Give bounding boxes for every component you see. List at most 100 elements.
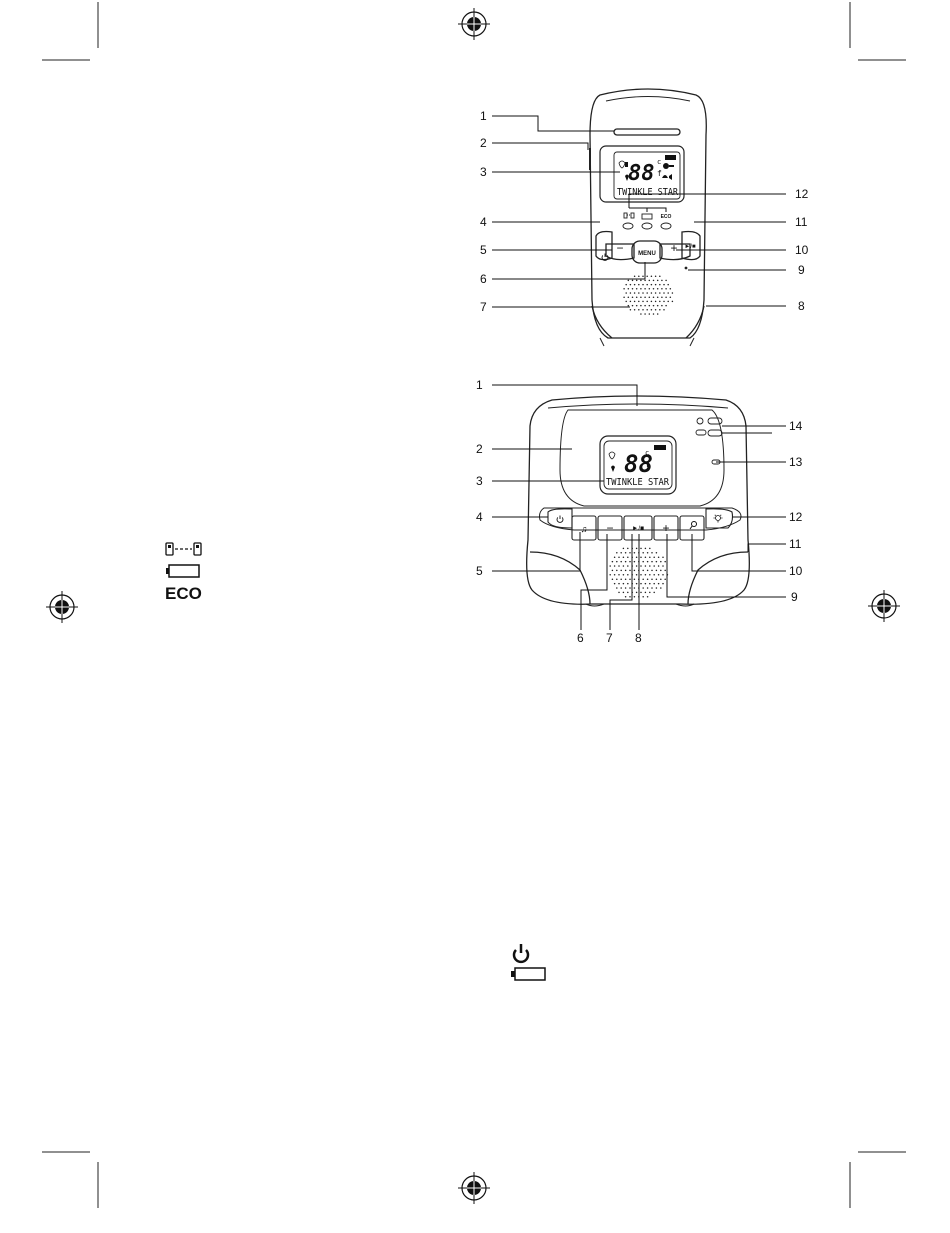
grille-dot	[644, 296, 646, 298]
grille-dot	[660, 570, 662, 572]
baby-callout-1: 1	[476, 378, 483, 392]
parent-callout-numbers: 1 2 3 4 5 6 7 8 9 10 11 12	[480, 109, 809, 314]
grille-dot	[663, 309, 665, 311]
grille-dot	[653, 313, 655, 315]
parent-callout-7: 7	[480, 300, 487, 314]
grille-dot	[640, 305, 642, 307]
grille-dot	[627, 565, 629, 567]
grille-dot	[636, 583, 638, 585]
grille-dot	[636, 592, 638, 594]
grille-dot	[670, 288, 672, 290]
grille-dot	[646, 292, 648, 294]
grille-dot	[646, 309, 648, 311]
grille-dot	[638, 301, 640, 303]
link-icon	[166, 543, 201, 555]
baby-callout-5: 5	[476, 564, 483, 578]
grille-dot	[659, 284, 661, 286]
grille-dot	[625, 301, 627, 303]
grille-dot	[656, 570, 658, 572]
power-icon	[557, 516, 563, 523]
grille-dot	[623, 288, 625, 290]
parent-callout-1: 1	[480, 109, 487, 123]
grille-dot	[642, 309, 644, 311]
grille-dot	[632, 296, 634, 298]
grille-dot	[636, 288, 638, 290]
grille-dot	[651, 301, 653, 303]
grille-dot	[640, 565, 642, 567]
grille-dot	[645, 548, 647, 550]
grille-dot	[625, 552, 627, 554]
grille-dot	[620, 570, 622, 572]
parent-minus-symbol: −	[616, 241, 623, 255]
grille-dot	[627, 548, 629, 550]
grille-dot	[651, 275, 653, 277]
grille-dot	[658, 583, 660, 585]
grille-dot	[632, 280, 634, 282]
grille-dot	[672, 292, 674, 294]
baby-callout-13: 13	[789, 455, 803, 469]
grille-dot	[634, 552, 636, 554]
grille-dot	[632, 288, 634, 290]
grille-dot	[642, 275, 644, 277]
grille-dot	[651, 578, 653, 580]
grille-dot	[640, 592, 642, 594]
grille-dot	[642, 561, 644, 563]
grille-dot	[662, 583, 664, 585]
grille-dot	[655, 292, 657, 294]
registration-mark-icon	[458, 1172, 490, 1204]
grille-dot	[653, 592, 655, 594]
grille-dot	[649, 592, 651, 594]
grille-dot	[662, 574, 664, 576]
grille-dot	[634, 309, 636, 311]
power-icon	[514, 944, 528, 962]
grille-dot	[640, 296, 642, 298]
grille-dot	[646, 301, 648, 303]
grille-dot	[647, 578, 649, 580]
grille-dot	[657, 296, 659, 298]
grille-dot	[645, 574, 647, 576]
baby-callout-4: 4	[476, 510, 483, 524]
grille-dot	[620, 578, 622, 580]
grille-dot	[655, 284, 657, 286]
grille-dot	[653, 296, 655, 298]
grille-dot	[620, 561, 622, 563]
grille-dot	[653, 583, 655, 585]
grille-dot	[612, 570, 614, 572]
grille-dot	[623, 583, 625, 585]
grille-dot	[618, 565, 620, 567]
grille-dot	[667, 292, 669, 294]
parent-callout-12: 12	[795, 187, 809, 201]
grille-dot	[657, 313, 659, 315]
grille-dot	[627, 574, 629, 576]
grille-dot	[640, 288, 642, 290]
grille-dot	[670, 296, 672, 298]
grille-dot	[649, 556, 651, 558]
grille-dot	[634, 587, 636, 589]
grille-dot	[667, 301, 669, 303]
grille-dot	[628, 305, 630, 307]
grille-dot	[638, 292, 640, 294]
parent-callout-4: 4	[480, 215, 487, 229]
grille-dot	[657, 280, 659, 282]
grille-dot	[657, 305, 659, 307]
grille-dot	[665, 280, 667, 282]
grille-dot	[640, 313, 642, 315]
grille-dot	[649, 583, 651, 585]
grille-dot	[616, 552, 618, 554]
grille-dot	[640, 583, 642, 585]
grille-dot	[623, 296, 625, 298]
grille-dot	[662, 556, 664, 558]
grille-dot	[649, 574, 651, 576]
grille-dot	[647, 587, 649, 589]
grille-dot	[659, 275, 661, 277]
grille-dot	[660, 578, 662, 580]
grille-dot	[616, 570, 618, 572]
grille-dot	[616, 578, 618, 580]
grille-dot	[620, 552, 622, 554]
grille-dot	[636, 296, 638, 298]
grille-dot	[649, 305, 651, 307]
baby-callout-8: 8	[635, 631, 642, 645]
grille-dot	[628, 288, 630, 290]
parent-lcd-text: TWINKLE STAR	[617, 187, 678, 198]
